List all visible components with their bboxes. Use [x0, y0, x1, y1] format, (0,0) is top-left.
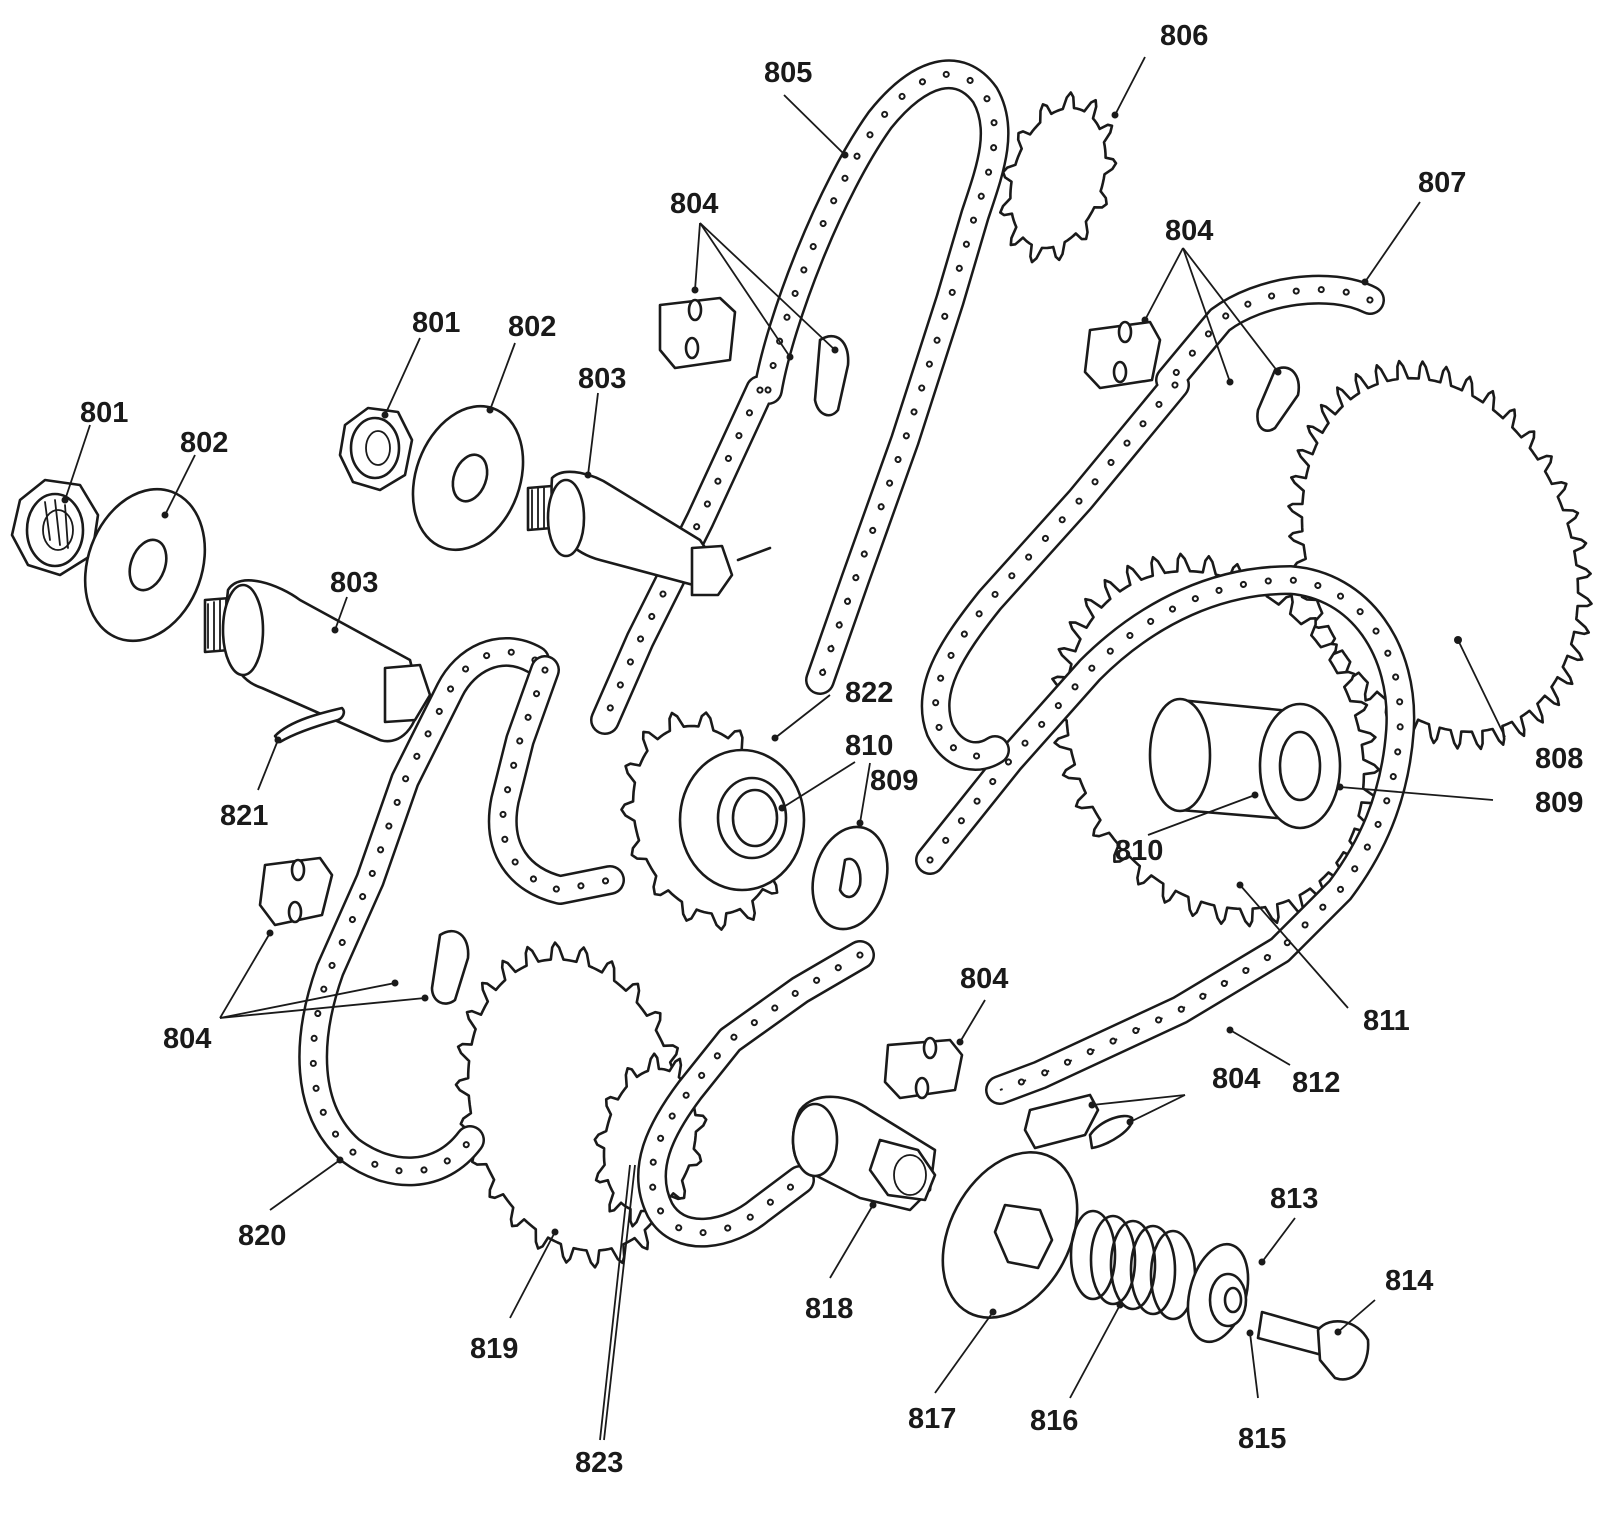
callout-822: 822: [845, 677, 893, 709]
washer-802-right: [411, 404, 525, 552]
master-link-804-e: [1023, 1093, 1134, 1150]
callout-labels: 801 802 803 801 802 803 821 805 806 804 …: [80, 20, 1583, 1479]
callout-812: 812: [1292, 1067, 1340, 1099]
washer-802-left: [83, 487, 207, 643]
shaft-803-left: [203, 579, 432, 743]
callout-817: 817: [908, 1403, 956, 1435]
callout-810-left: 810: [845, 730, 893, 762]
callout-803-left: 803: [330, 567, 378, 599]
chain-807: [920, 274, 1385, 771]
callout-805: 805: [764, 57, 812, 89]
shaft-803-right: [526, 470, 772, 597]
callout-816: 816: [1030, 1405, 1078, 1437]
hub-810-right: [1148, 697, 1342, 830]
nut-801-right: [338, 406, 414, 492]
callout-808: 808: [1535, 743, 1583, 775]
chain-805: [590, 59, 1010, 735]
spring-816: [1069, 1209, 1197, 1321]
callout-813: 813: [1270, 1183, 1318, 1215]
callout-804-bottom-right: 804: [1212, 1063, 1260, 1095]
callout-810-right: 810: [1115, 835, 1163, 867]
callout-815: 815: [1238, 1423, 1286, 1455]
master-link-804-b: [1083, 320, 1301, 432]
callout-814: 814: [1385, 1265, 1433, 1297]
nut-801-left: [10, 478, 100, 577]
callout-818: 818: [805, 1293, 853, 1325]
master-link-804-d: [883, 1036, 964, 1100]
callout-803-right: 803: [578, 363, 626, 395]
callout-802-left: 802: [180, 427, 228, 459]
callout-811: 811: [1363, 1005, 1410, 1037]
callout-801-right: 801: [412, 307, 460, 339]
callout-809-left: 809: [870, 765, 918, 797]
callout-807: 807: [1418, 167, 1466, 199]
sprocket-806: [998, 91, 1118, 264]
chain-823-segment: [637, 940, 875, 1248]
callout-802-right: 802: [508, 311, 556, 343]
callout-801-left: 801: [80, 397, 128, 429]
cotter-pin-821: [273, 706, 346, 744]
callout-804-bottom-left: 804: [163, 1023, 211, 1055]
callout-804-bottom-middle: 804: [960, 963, 1008, 995]
leader-lines: [61, 56, 1506, 1441]
washer-813: [1186, 1242, 1250, 1344]
chain-812: [915, 565, 1416, 1105]
callout-809-right: 809: [1535, 787, 1583, 819]
bolt-814: [1256, 1310, 1370, 1381]
chain-820: [298, 636, 625, 1187]
callout-820: 820: [238, 1220, 286, 1252]
callout-821: 821: [220, 800, 268, 832]
callout-806: 806: [1160, 20, 1208, 52]
sprocket-822-hub: [678, 748, 806, 892]
master-link-804-a: [658, 296, 850, 417]
plate-817: [941, 1151, 1079, 1319]
callout-819: 819: [470, 1333, 518, 1365]
callout-823: 823: [575, 1447, 623, 1479]
callout-804-top-left: 804: [670, 188, 718, 220]
shaft-818: [791, 1095, 937, 1212]
master-link-804-c: [258, 856, 470, 1005]
washer-809-left: [811, 825, 889, 931]
callout-804-top-right: 804: [1165, 215, 1213, 247]
